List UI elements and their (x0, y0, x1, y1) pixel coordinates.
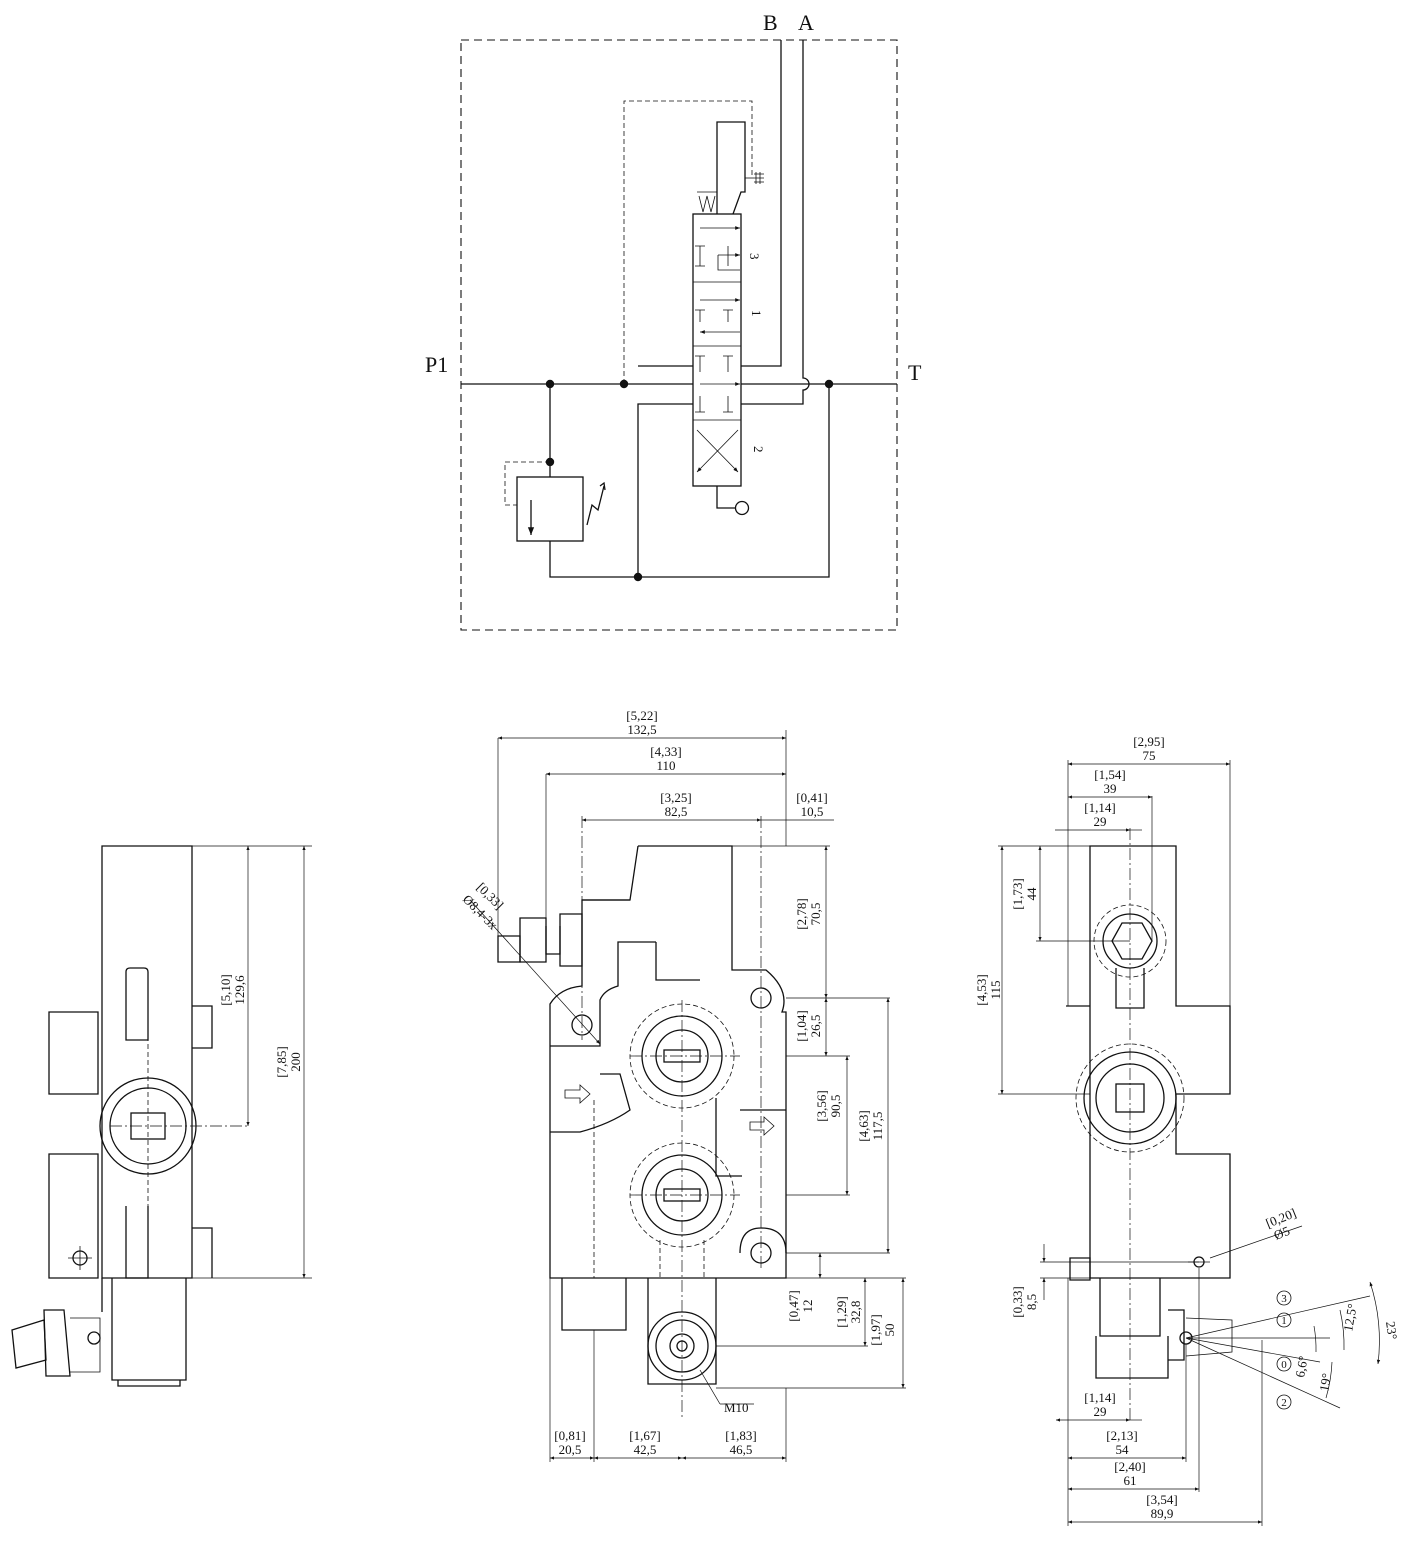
right-b2-mm: 54 (1116, 1442, 1130, 1457)
bottom-right-width-mm: 46,5 (730, 1442, 753, 1457)
valve-enclosure (460, 39, 898, 631)
right-width-a-mm: 39 (1104, 781, 1117, 796)
bottom-mid-width-in: [1,67] (629, 1428, 660, 1443)
left-total-height-in: [7,85] (274, 1046, 289, 1077)
lever-pos-2: 2 (1281, 1397, 1287, 1409)
right-b1-mm: 29 (1094, 1404, 1107, 1419)
small-diameter-mm: Ø5 (1272, 1223, 1292, 1243)
right-height-b-mm: 115 (988, 980, 1003, 999)
right-b3-in: [2,40] (1114, 1459, 1145, 1474)
front-bottom-height-mm: 50 (882, 1324, 897, 1337)
left-center-height-in: [5,10] (218, 974, 233, 1005)
port-a-label: A (798, 10, 814, 35)
angle-12-5: 12,5° (1340, 1302, 1360, 1332)
left-center-height-mm: 129,6 (232, 975, 247, 1005)
right-side-view: 23° 12,5° 6,6° 19° 3 1 0 2 [2,95] 75 [1,… (974, 734, 1400, 1526)
front-holes-width-in: [3,25] (660, 790, 691, 805)
lever-pos-0: 0 (1281, 1359, 1287, 1371)
port-p1-label: P1 (425, 352, 448, 377)
right-total-width-mm: 75 (1143, 748, 1156, 763)
front-spool-height-mm: 32,8 (848, 1301, 863, 1324)
position-2-label: 2 (751, 446, 766, 453)
right-width-b-in: [1,14] (1084, 800, 1115, 815)
front-total-width-mm: 132,5 (627, 722, 656, 737)
front-holes-height-in: [4,63] (856, 1110, 871, 1141)
right-width-a-in: [1,54] (1094, 767, 1125, 782)
right-b1-in: [1,14] (1084, 1390, 1115, 1405)
right-b4-mm: 89,9 (1151, 1506, 1174, 1521)
right-height-b-in: [4,53] (974, 974, 989, 1005)
front-hole-height-mm: 26,5 (808, 1015, 823, 1038)
front-body-width-mm: 110 (656, 758, 675, 773)
front-offset-mm: 10,5 (801, 804, 824, 819)
thread-label: M10 (724, 1400, 749, 1415)
angle-19: 19° (1316, 1372, 1334, 1393)
front-ports-height-mm: 90,5 (828, 1095, 843, 1118)
port-t-label: T (908, 360, 922, 385)
angle-23: 23° (1383, 1320, 1400, 1340)
right-height-c-in: [0,33] (1010, 1286, 1025, 1317)
front-low-height-in: [0,47] (786, 1290, 801, 1321)
bottom-left-width-mm: 20,5 (559, 1442, 582, 1457)
front-holes-width-mm: 82,5 (665, 804, 688, 819)
position-1-label: 1 (749, 310, 764, 317)
bottom-mid-width-mm: 42,5 (634, 1442, 657, 1457)
front-offset-in: [0,41] (796, 790, 827, 805)
front-view: [5,22] 132,5 [4,33] 110 [3,25] 82,5 [0,4… (460, 708, 906, 1462)
front-hole-height-in: [1,04] (794, 1010, 809, 1041)
front-body-width-in: [4,33] (650, 744, 681, 759)
front-low-height-mm: 12 (800, 1300, 815, 1313)
right-b2-in: [2,13] (1106, 1428, 1137, 1443)
front-top-height-in: [2,78] (794, 898, 809, 929)
left-side-view: [5,10] 129,6 [7,85] 200 (11, 845, 312, 1387)
front-holes-height-mm: 117,5 (870, 1112, 885, 1141)
front-bottom-height-in: [1,97] (868, 1314, 883, 1345)
front-top-height-mm: 70,5 (808, 903, 823, 926)
lever-pos-3: 3 (1281, 1293, 1287, 1305)
right-height-a-in: [1,73] (1010, 878, 1025, 909)
angle-6-6: 6,6° (1292, 1355, 1310, 1379)
right-height-c-mm: 8,5 (1024, 1294, 1039, 1310)
right-height-a-mm: 44 (1024, 887, 1039, 901)
port-b-label: B (763, 10, 778, 35)
right-width-b-mm: 29 (1094, 814, 1107, 829)
front-ports-height-in: [3,56] (814, 1090, 829, 1121)
hydraulic-schematic: B A P1 T 3 1 2 (425, 10, 922, 631)
front-total-width-in: [5,22] (626, 708, 657, 723)
right-b4-in: [3,54] (1146, 1492, 1177, 1507)
right-b3-mm: 61 (1124, 1473, 1137, 1488)
right-total-width-in: [2,95] (1133, 734, 1164, 749)
position-3-label: 3 (747, 253, 762, 260)
front-spool-height-in: [1,29] (834, 1296, 849, 1327)
bottom-left-width-in: [0,81] (554, 1428, 585, 1443)
bottom-right-width-in: [1,83] (725, 1428, 756, 1443)
lever-pos-1: 1 (1281, 1315, 1287, 1327)
left-total-height-mm: 200 (288, 1052, 303, 1072)
